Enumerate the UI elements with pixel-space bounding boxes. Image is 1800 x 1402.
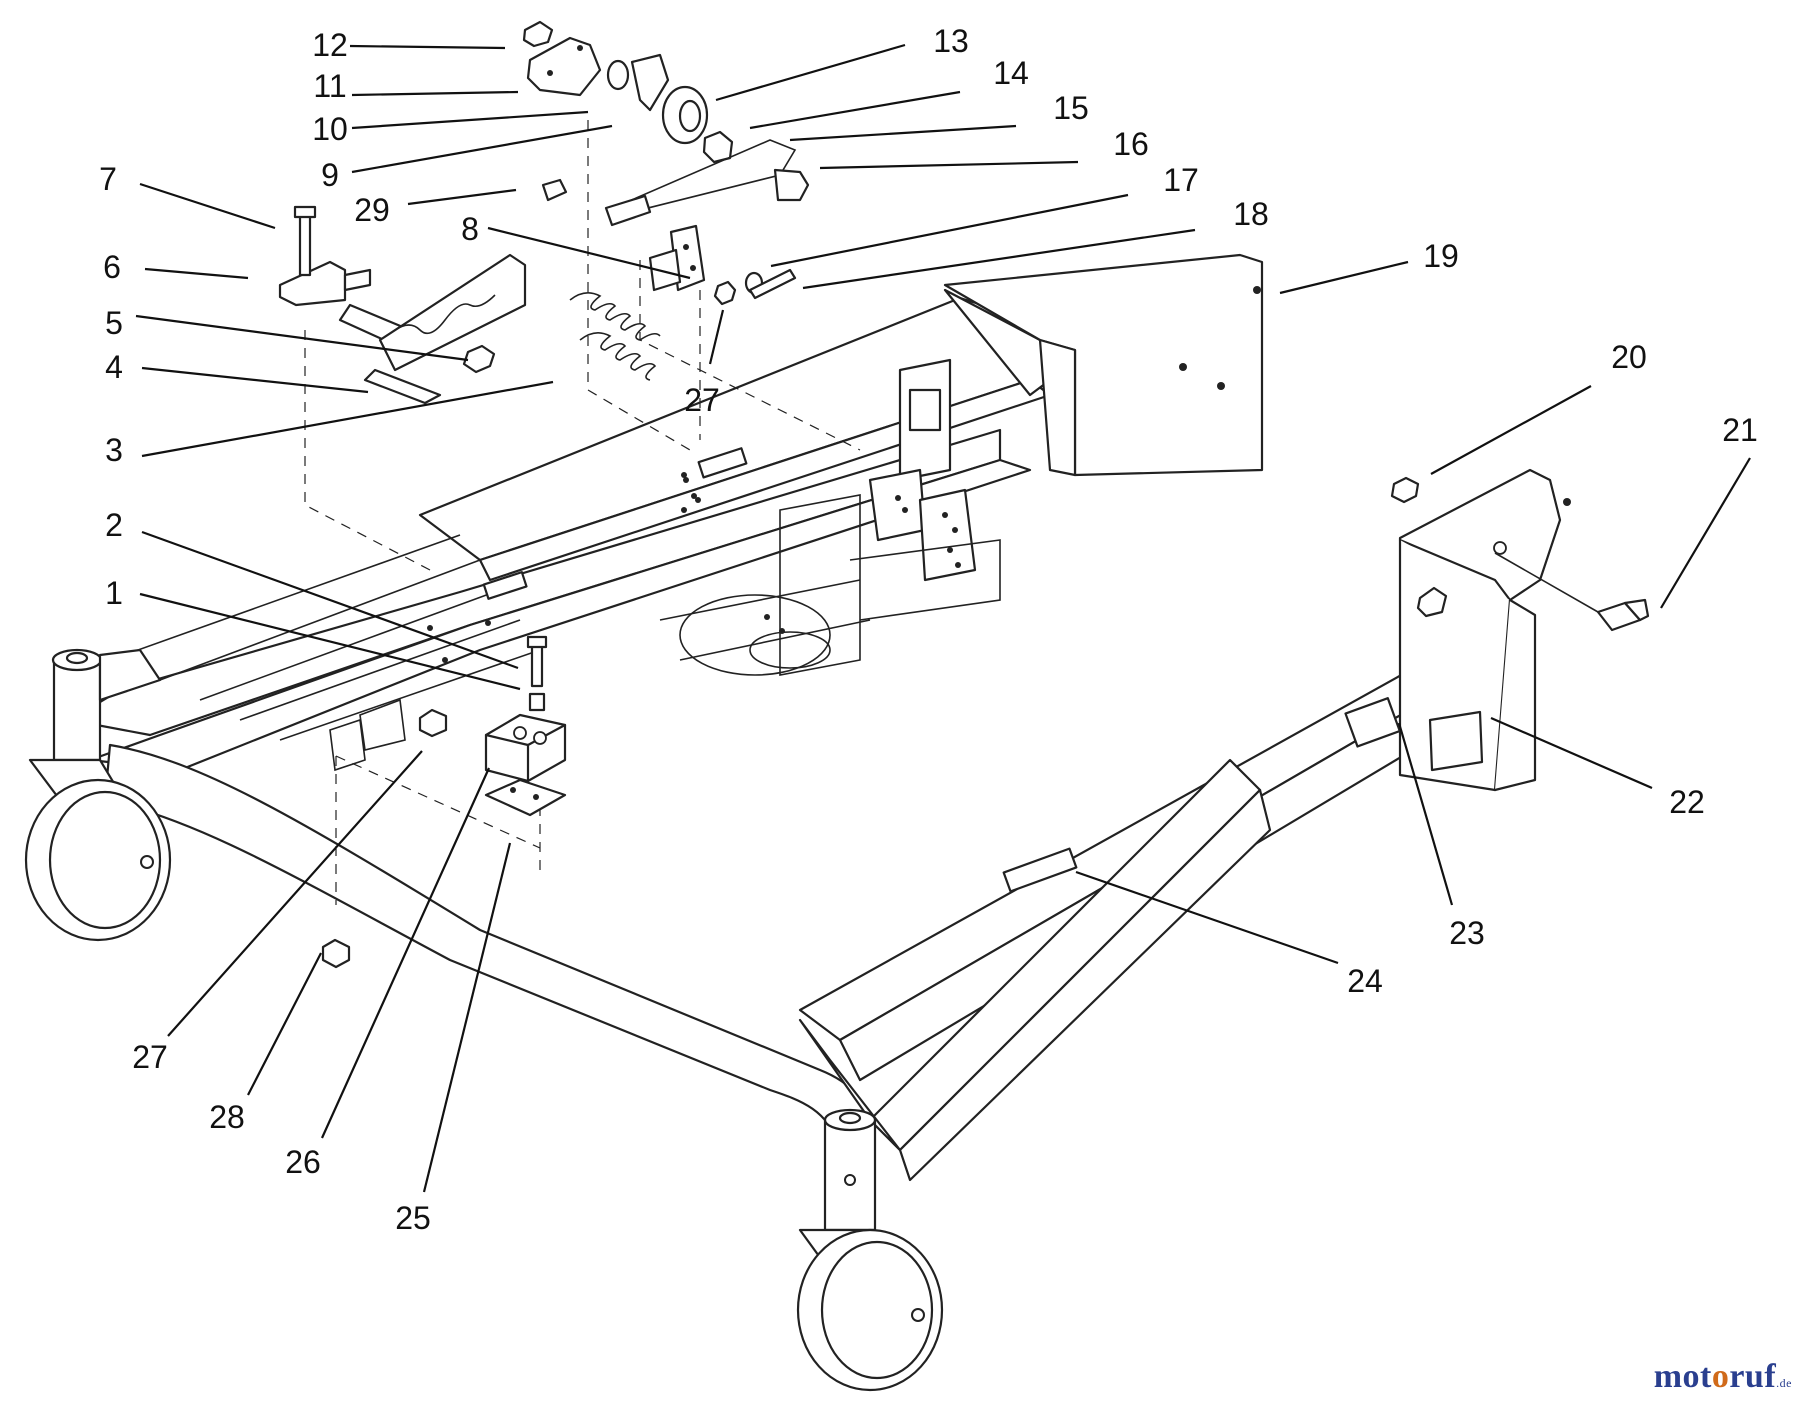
assembly-lines [304, 120, 861, 905]
callout-label-15: 15 [1053, 90, 1089, 126]
callout-leader-21 [1660, 457, 1751, 609]
callout-leader-17 [770, 193, 1129, 268]
deck-section [109, 447, 1001, 772]
callout-leader-14 [749, 90, 961, 130]
callout-label-12: 12 [312, 27, 348, 63]
callout-leader-10 [351, 110, 589, 130]
callout-label-20: 20 [1611, 339, 1647, 375]
callout-leader-23 [1397, 722, 1454, 906]
callout-leader-24 [1075, 870, 1339, 965]
callout-label-1: 1 [105, 575, 123, 611]
hoc-bracket [278, 205, 527, 405]
callout-label-6: 6 [103, 249, 121, 285]
callout-label-28: 28 [209, 1099, 245, 1135]
motoruf-logo: motoruf.de [1653, 1358, 1792, 1395]
callout-label-3: 3 [105, 432, 123, 468]
springs [569, 292, 661, 381]
callout-label-25: 25 [395, 1200, 431, 1236]
callout-label-5: 5 [105, 305, 123, 341]
callout-label-21: 21 [1722, 412, 1758, 448]
callout-label-8: 8 [461, 211, 479, 247]
callout-leader-27 [708, 309, 725, 365]
callout-leader-13 [715, 43, 906, 102]
callout-leader-1 [139, 592, 521, 691]
main-frame [68, 428, 1532, 1182]
carrier-beam [418, 253, 1264, 582]
callout-leader-15 [789, 124, 1017, 142]
stop-block [321, 635, 567, 969]
callout-label-22: 22 [1669, 784, 1705, 820]
callout-leader-29 [407, 188, 517, 206]
callout-label-16: 16 [1113, 126, 1149, 162]
callout-label-4: 4 [105, 349, 123, 385]
callout-leader-19 [1279, 260, 1409, 295]
callout-label-24: 24 [1347, 963, 1383, 999]
pivot-links [522, 20, 810, 306]
side-bracket [1390, 468, 1650, 792]
callout-leader-9 [351, 124, 613, 174]
callout-leader-3 [141, 380, 554, 458]
callout-leader-16 [819, 160, 1079, 170]
callout-label-27: 27 [684, 382, 720, 418]
callout-leader-28 [247, 952, 322, 1096]
callout-label-10: 10 [312, 111, 348, 147]
callout-label-23: 23 [1449, 915, 1485, 951]
callout-label-27: 27 [132, 1039, 168, 1075]
callout-label-11: 11 [313, 68, 346, 104]
callout-label-18: 18 [1233, 196, 1269, 232]
callout-leader-6 [144, 267, 249, 280]
callout-leader-20 [1430, 385, 1592, 475]
callout-leader-11 [351, 90, 519, 97]
callout-label-9: 9 [321, 157, 339, 193]
callout-leader-4 [141, 366, 369, 394]
callout-leader-22 [1490, 716, 1653, 790]
front-caster [796, 1108, 944, 1392]
callout-label-26: 26 [285, 1144, 321, 1180]
callout-leader-2 [141, 530, 519, 670]
callout-label-17: 17 [1163, 162, 1199, 198]
callout-leader-18 [802, 228, 1196, 290]
callout-leader-12 [349, 44, 506, 50]
callout-label-2: 2 [105, 507, 123, 543]
callout-label-29: 29 [354, 192, 390, 228]
callout-label-19: 19 [1423, 238, 1459, 274]
left-caster [24, 648, 172, 942]
callout-leader-7 [139, 182, 276, 230]
callout-label-14: 14 [993, 55, 1029, 91]
callout-leader-26 [320, 767, 491, 1139]
callout-label-7: 7 [99, 161, 117, 197]
callout-leader-25 [422, 842, 512, 1193]
callout-leader-27 [167, 750, 423, 1037]
callout-label-13: 13 [933, 23, 969, 59]
callout-leader-5 [135, 314, 469, 362]
callout-leader-8 [487, 226, 691, 280]
